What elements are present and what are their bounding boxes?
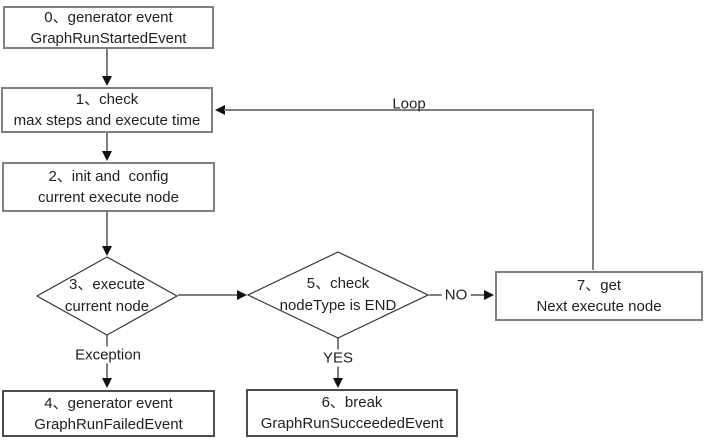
node-0-line-1: 0、generator event xyxy=(44,8,173,26)
process-node-6-break-succeeded-event: 6、break GraphRunSucceededEvent xyxy=(246,389,458,437)
node-2-line-2: current execute node xyxy=(38,189,179,206)
process-node-1-check-max-steps: 1、check max steps and execute time xyxy=(1,87,213,133)
process-node-0-generator-started-event: 0、generator event GraphRunStartedEvent xyxy=(3,6,214,49)
arrowhead-n3-n5 xyxy=(237,290,247,300)
process-node-7-get-next-node: 7、get Next execute node xyxy=(495,271,703,321)
arrowhead-n7-n1 xyxy=(215,105,225,115)
edge-label-exception: Exception xyxy=(72,346,144,364)
node-2-line-1: 2、init and config xyxy=(48,168,169,185)
arrowhead-n5-n6 xyxy=(333,378,343,388)
arrowhead-n1-n2 xyxy=(102,151,112,161)
process-node-4-generator-failed-event: 4、generator event GraphRunFailedEvent xyxy=(2,390,215,437)
edge-label-loop: Loop xyxy=(392,95,426,113)
node-0-line-2: GraphRunStartedEvent xyxy=(30,29,187,47)
decision-node-5-shape xyxy=(246,251,430,339)
node-1-line-2: max steps and execute time xyxy=(13,112,201,129)
node-7-line-2: Next execute node xyxy=(536,298,662,315)
arrowhead-n0-n1 xyxy=(102,76,112,86)
arrowhead-n5-n7 xyxy=(484,290,494,300)
node-6-line-2: GraphRunSucceededEvent xyxy=(260,415,444,432)
node-6-line-1: 6、break xyxy=(321,394,383,411)
arrowhead-n2-n3 xyxy=(102,246,112,256)
node-7-line-1: 7、get xyxy=(576,277,622,294)
arrowhead-n3-n4 xyxy=(102,378,112,388)
process-node-2-init-config: 2、init and config current execute node xyxy=(2,162,215,212)
node-4-line-1: 4、generator event xyxy=(44,394,173,412)
node-4-line-2: GraphRunFailedEvent xyxy=(34,415,183,433)
node-1-line-1: 1、check xyxy=(75,91,139,108)
edge-label-yes: YES xyxy=(319,349,357,367)
decision-node-3-shape xyxy=(35,256,179,336)
edge-label-no: NO xyxy=(441,286,471,304)
